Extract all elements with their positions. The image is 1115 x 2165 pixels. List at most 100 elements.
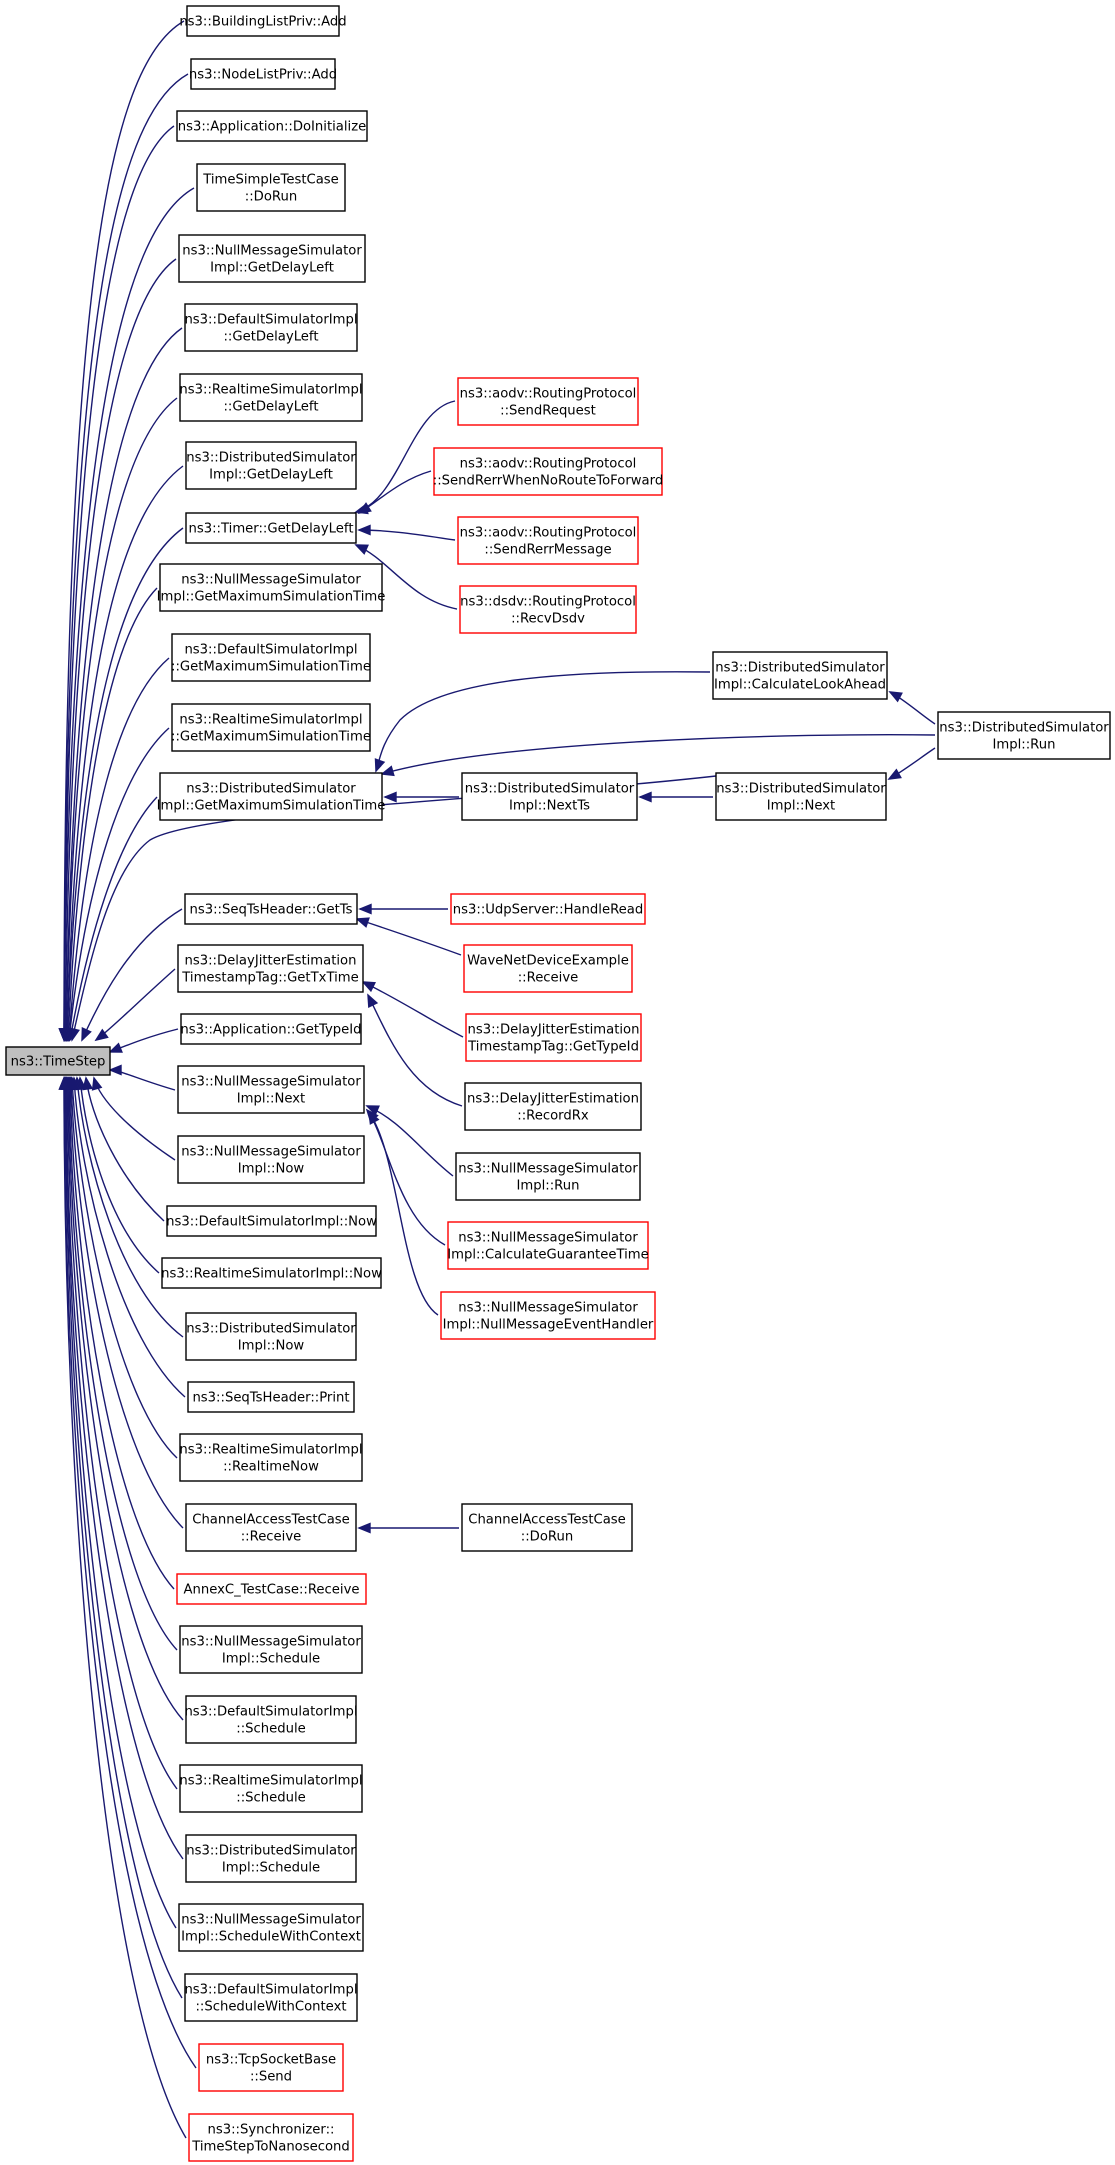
node-box bbox=[196, 163, 346, 212]
node-label: ns3::aodv::RoutingProtocol bbox=[460, 387, 637, 402]
node-d1[interactable]: ns3::DistributedSimulatorImpl::Calculate… bbox=[712, 651, 888, 700]
node-box bbox=[461, 1503, 633, 1552]
node-n22[interactable]: ns3::SeqTsHeader::Print bbox=[187, 1381, 355, 1413]
node-box bbox=[457, 377, 639, 426]
arrowhead bbox=[58, 1076, 70, 1090]
node-n7[interactable]: ns3::RealtimeSimulatorImpl::GetDelayLeft bbox=[179, 373, 363, 422]
node-box bbox=[185, 1312, 357, 1361]
node-j2[interactable]: ns3::DelayJitterEstimation::RecordRx bbox=[464, 1082, 642, 1131]
node-n2[interactable]: ns3::NodeListPriv::Add bbox=[189, 58, 337, 90]
node-n31[interactable]: ns3::DefaultSimulatorImpl::ScheduleWithC… bbox=[184, 1973, 358, 2022]
edge-line bbox=[85, 1077, 165, 1222]
node-label: Impl::GetDelayLeft bbox=[210, 261, 334, 276]
node-label: ChannelAccessTestCase bbox=[468, 1513, 626, 1528]
node-n15[interactable]: ns3::DelayJitterEstimationTimestampTag::… bbox=[177, 944, 364, 993]
node-n12[interactable]: ns3::RealtimeSimulatorImpl::GetMaximumSi… bbox=[171, 703, 371, 752]
node-n33[interactable]: ns3::Synchronizer::TimeStepToNanosecond bbox=[188, 2113, 354, 2162]
node-label: ns3::RealtimeSimulatorImpl bbox=[179, 1443, 362, 1458]
node-label: ::GetDelayLeft bbox=[223, 400, 318, 415]
node-box bbox=[937, 711, 1111, 760]
edge-line bbox=[65, 1077, 177, 1929]
node-n4[interactable]: TimeSimpleTestCase::DoRun bbox=[196, 163, 346, 212]
node-n24[interactable]: ChannelAccessTestCase::Receive bbox=[185, 1503, 357, 1552]
node-a4[interactable]: ns3::dsdv::RoutingProtocol::RecvDsdv bbox=[459, 585, 637, 634]
edge-n18-to-root bbox=[91, 1076, 176, 1161]
node-n13[interactable]: ns3::DistributedSimulatorImpl::GetMaximu… bbox=[157, 772, 386, 821]
node-box bbox=[177, 1135, 365, 1184]
node-box bbox=[455, 1152, 641, 1201]
node-a3[interactable]: ns3::aodv::RoutingProtocol::SendRerrMess… bbox=[457, 516, 639, 565]
node-layer: ns3::TimeStep ns3::BuildingListPriv::Addn… bbox=[5, 5, 1111, 2162]
node-n32[interactable]: ns3::TcpSocketBase::Send bbox=[198, 2043, 344, 2092]
node-n1[interactable]: ns3::BuildingListPriv::Add bbox=[179, 5, 347, 37]
edge-line bbox=[366, 1105, 454, 1177]
node-box bbox=[457, 516, 639, 565]
node-label: ns3::DelayJitterEstimation bbox=[468, 1023, 640, 1038]
edge-line bbox=[63, 73, 189, 1041]
node-label: ns3::SeqTsHeader::GetTs bbox=[189, 903, 352, 918]
arrowhead bbox=[108, 1064, 122, 1076]
edge-j1-to-n15 bbox=[361, 981, 464, 1038]
node-m3[interactable]: ns3::NullMessageSimulatorImpl::NullMessa… bbox=[440, 1291, 656, 1340]
node-a1[interactable]: ns3::aodv::RoutingProtocol::SendRequest bbox=[457, 377, 639, 426]
node-box bbox=[464, 1082, 642, 1131]
node-s1[interactable]: ns3::UdpServer::HandleRead bbox=[450, 893, 646, 925]
edge-line bbox=[358, 529, 456, 541]
node-n30[interactable]: ns3::NullMessageSimulatorImpl::ScheduleW… bbox=[178, 1903, 364, 1952]
node-n5[interactable]: ns3::NullMessageSimulatorImpl::GetDelayL… bbox=[178, 234, 366, 283]
arrowhead bbox=[357, 1522, 371, 1534]
node-label: ns3::DistributedSimulator bbox=[716, 782, 886, 797]
node-n23[interactable]: ns3::RealtimeSimulatorImpl::RealtimeNow bbox=[179, 1433, 363, 1482]
node-c1[interactable]: ChannelAccessTestCase::DoRun bbox=[461, 1503, 633, 1552]
node-n3[interactable]: ns3::Application::DoInitialize bbox=[176, 110, 368, 142]
node-root[interactable]: ns3::TimeStep bbox=[5, 1046, 111, 1076]
node-label: ::SendRequest bbox=[500, 404, 596, 419]
node-label: Impl::GetDelayLeft bbox=[209, 468, 333, 483]
node-n8[interactable]: ns3::DistributedSimulatorImpl::GetDelayL… bbox=[185, 441, 357, 490]
edge-n30-to-root bbox=[60, 1076, 177, 1929]
node-label: ns3::DistributedSimulator bbox=[186, 1322, 356, 1337]
edge-line bbox=[67, 1077, 184, 1721]
node-n6[interactable]: ns3::DefaultSimulatorImpl::GetDelayLeft bbox=[184, 303, 358, 352]
node-n9[interactable]: ns3::Timer::GetDelayLeft bbox=[185, 512, 357, 544]
node-n20[interactable]: ns3::RealtimeSimulatorImpl::Now bbox=[161, 1257, 382, 1289]
edge-line bbox=[79, 1077, 160, 1274]
node-label: ns3::SeqTsHeader::Print bbox=[192, 1391, 349, 1406]
node-box bbox=[459, 585, 637, 634]
node-label: Impl::Run bbox=[517, 1179, 580, 1194]
node-n28[interactable]: ns3::RealtimeSimulatorImpl::Schedule bbox=[179, 1764, 363, 1813]
node-label: ChannelAccessTestCase bbox=[192, 1513, 350, 1528]
edge-d1-to-n13 bbox=[374, 671, 711, 773]
node-label: Impl::NextTs bbox=[509, 799, 590, 814]
node-m2[interactable]: ns3::NullMessageSimulatorImpl::Calculate… bbox=[447, 1221, 649, 1270]
node-label: ns3::NullMessageSimulator bbox=[181, 1145, 361, 1160]
node-n16[interactable]: ns3::Application::GetTypeId bbox=[180, 1013, 362, 1045]
node-n27[interactable]: ns3::DefaultSimulatorImpl::Schedule bbox=[184, 1695, 358, 1744]
edge-line bbox=[65, 397, 178, 1041]
edge-line bbox=[63, 187, 195, 1041]
node-s2[interactable]: WaveNetDeviceExample::Receive bbox=[463, 944, 633, 993]
node-a2[interactable]: ns3::aodv::RoutingProtocol::SendRerrWhen… bbox=[433, 447, 663, 496]
node-n19[interactable]: ns3::DefaultSimulatorImpl::Now bbox=[166, 1205, 377, 1237]
node-j1[interactable]: ns3::DelayJitterEstimationTimestampTag::… bbox=[465, 1013, 642, 1062]
arrowhead bbox=[380, 765, 395, 777]
node-n14[interactable]: ns3::SeqTsHeader::GetTs bbox=[184, 893, 358, 925]
edge-line bbox=[69, 796, 158, 1041]
node-box bbox=[184, 303, 358, 352]
node-n11[interactable]: ns3::DefaultSimulatorImpl::GetMaximumSim… bbox=[171, 633, 371, 682]
node-n25[interactable]: AnnexC_TestCase::Receive bbox=[176, 1573, 367, 1605]
node-label: ::GetDelayLeft bbox=[223, 330, 318, 345]
node-n10[interactable]: ns3::NullMessageSimulatorImpl::GetMaximu… bbox=[157, 563, 386, 612]
node-label: Impl::GetMaximumSimulationTime bbox=[157, 590, 386, 605]
node-label: ns3::Application::DoInitialize bbox=[178, 120, 367, 135]
